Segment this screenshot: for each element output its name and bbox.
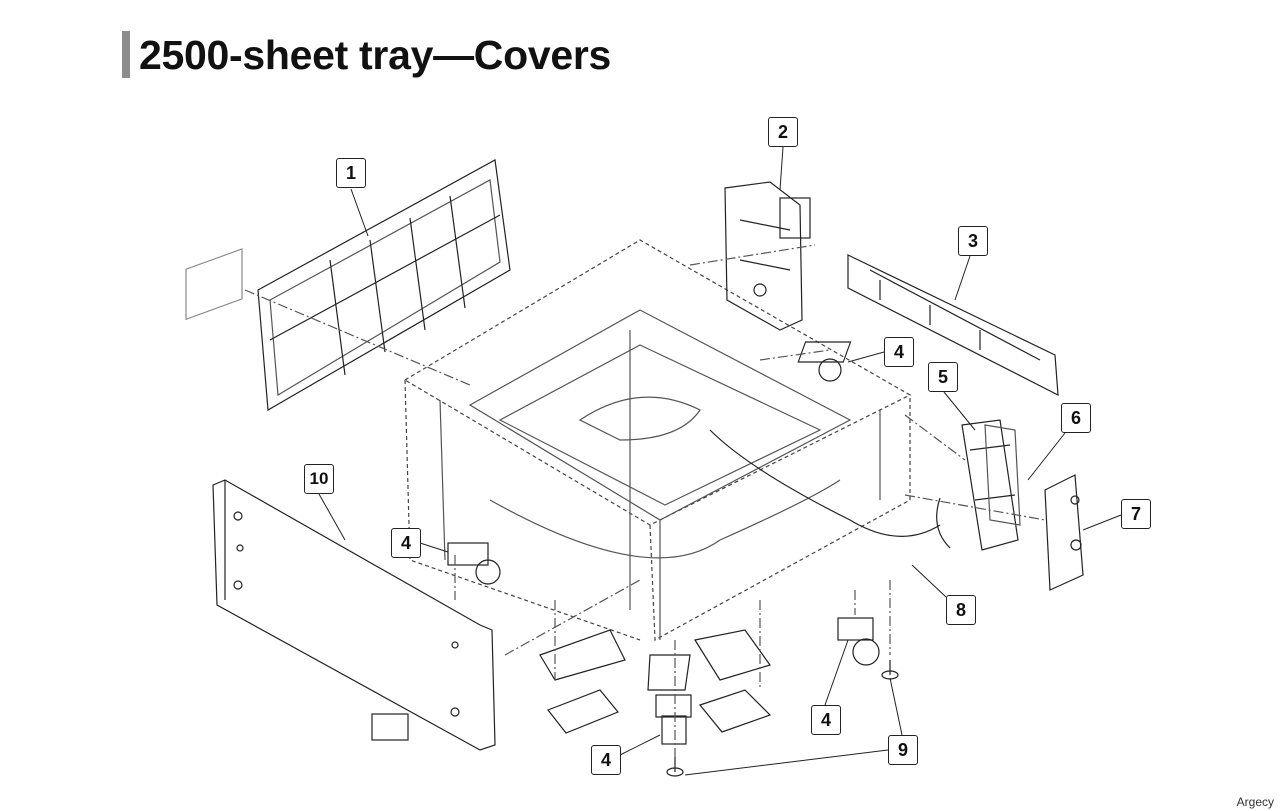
foot-brackets	[539, 629, 772, 734]
alignment-lines	[244, 244, 1046, 757]
part-4-caster-c	[837, 617, 880, 666]
part-3-side-rail	[847, 254, 1059, 397]
callout-10: 10	[304, 464, 334, 494]
tray-frame-inner	[439, 309, 881, 640]
callout-6: 6	[1061, 403, 1091, 433]
part-7-right-panel	[1044, 474, 1084, 591]
part-5-side-bracket	[961, 419, 1019, 551]
part-4-caster-a	[797, 341, 852, 382]
callout-7: 7	[1121, 499, 1151, 529]
part-1-rear-cover	[185, 159, 511, 411]
callout-1: 1	[336, 158, 366, 188]
leader-lines	[318, 146, 1122, 776]
part-4-caster-d	[655, 694, 692, 745]
callout-4c: 4	[811, 705, 841, 735]
callout-9: 9	[888, 735, 918, 765]
watermark-credit: Argecy	[1236, 795, 1274, 809]
callout-4b: 4	[391, 528, 421, 558]
callout-2: 2	[768, 117, 798, 147]
part-10-front-cover	[212, 479, 496, 751]
page-title: 2500-sheet tray—Covers	[139, 32, 611, 78]
title-accent-bar	[122, 31, 130, 78]
part-6-board	[984, 424, 1021, 526]
part-4-caster-b	[447, 542, 501, 585]
callout-4d: 4	[591, 745, 621, 775]
part-2-bracket	[724, 181, 811, 331]
callout-8: 8	[946, 595, 976, 625]
part-8-cable	[709, 429, 951, 549]
tray-frame	[403, 239, 912, 641]
part-9-leveling-feet	[666, 660, 899, 777]
callout-5: 5	[928, 362, 958, 392]
callout-3: 3	[958, 226, 988, 256]
callout-4: 4	[884, 337, 914, 367]
